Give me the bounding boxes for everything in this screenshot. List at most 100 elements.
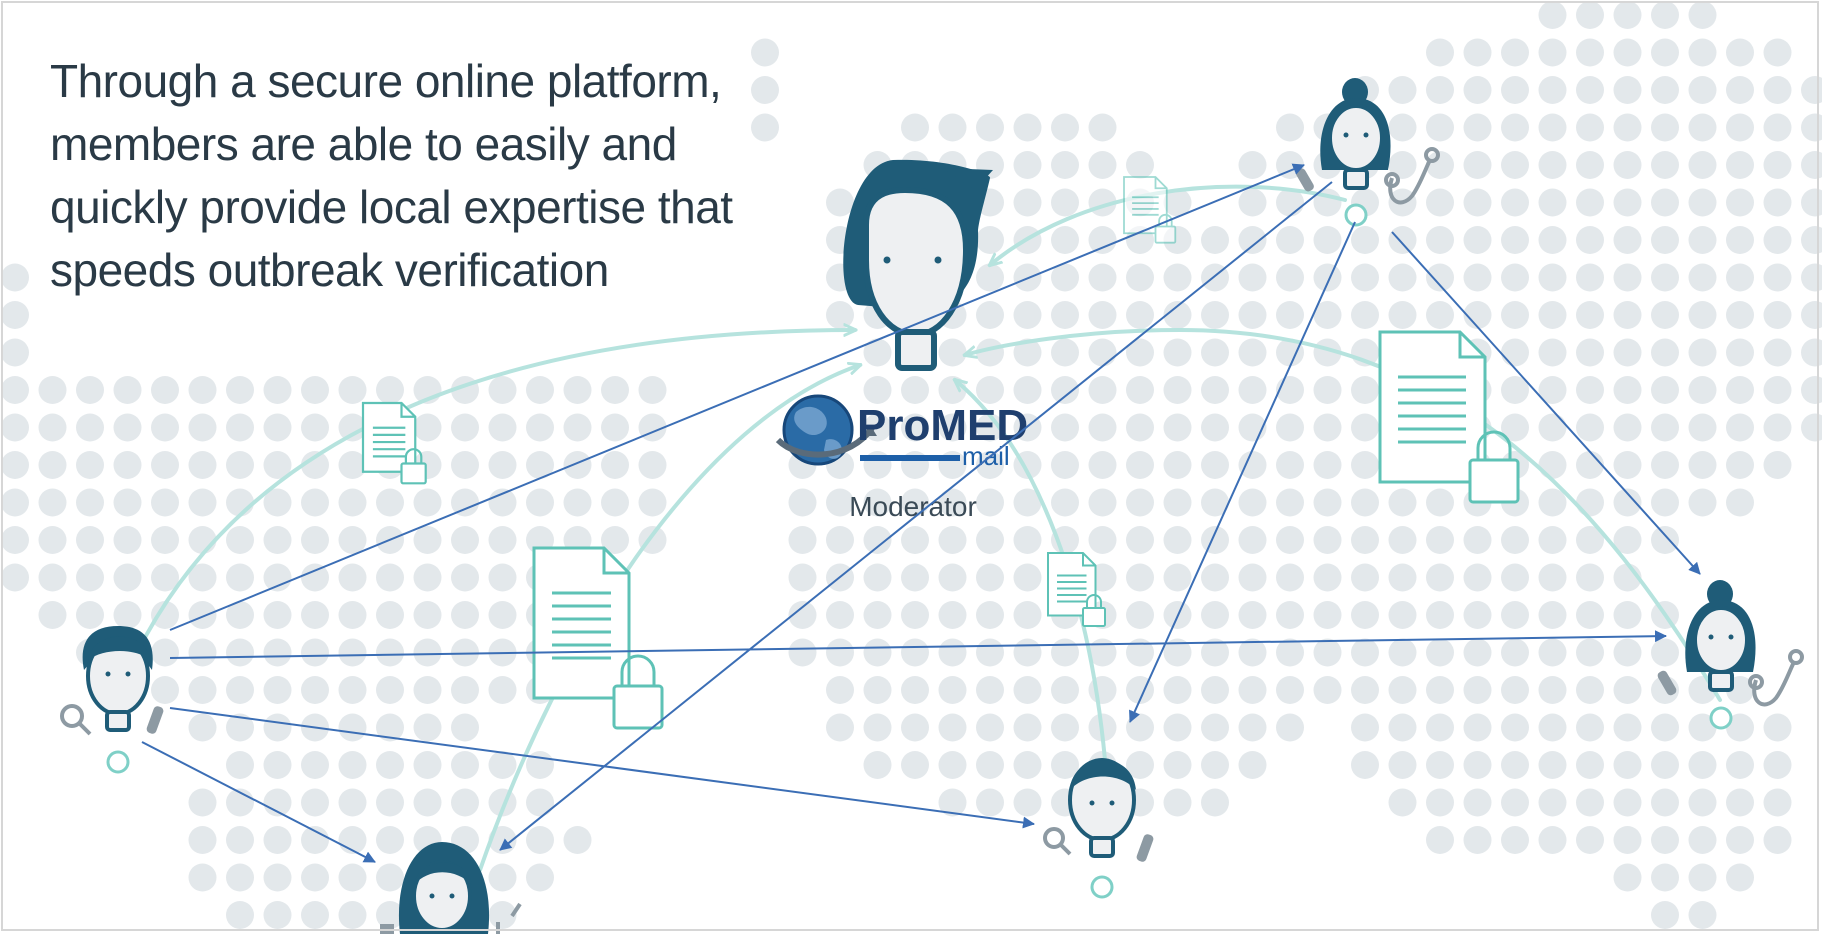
map-dot [488, 451, 517, 479]
map-dot [1238, 488, 1267, 517]
map-dot [1688, 788, 1717, 817]
map-dot [1651, 1, 1679, 29]
map-dot [1126, 451, 1154, 479]
map-dot [526, 488, 554, 517]
map-dot [263, 901, 292, 929]
map-dot [1501, 676, 1529, 704]
map-dot [788, 563, 817, 592]
map-dot [1688, 488, 1717, 517]
member-avatar-top [1296, 78, 1440, 227]
map-dot [38, 563, 67, 592]
map-dot [938, 526, 967, 554]
map-dot [938, 113, 967, 142]
map-dot [1051, 226, 1079, 254]
map-dot [1426, 526, 1454, 554]
map-dot [1351, 713, 1379, 742]
map-dot [488, 376, 517, 404]
test-tube-icon [1136, 834, 1154, 862]
map-dot [1276, 451, 1304, 479]
map-dot [1538, 226, 1567, 254]
map-dot [601, 376, 629, 404]
map-dot [226, 376, 254, 404]
map-dot [1613, 76, 1642, 104]
map-dot [1051, 638, 1079, 667]
map-dot [1426, 563, 1454, 592]
map-dot [788, 638, 817, 667]
map-dot [1538, 76, 1567, 104]
map-dot [1651, 826, 1679, 854]
map-dot [1351, 563, 1379, 592]
map-dot [1051, 338, 1079, 367]
map-dot [1313, 563, 1342, 592]
map-dot [1426, 676, 1454, 704]
map-dot [1463, 188, 1492, 217]
map-dot [1613, 601, 1642, 629]
map-dot [188, 526, 217, 554]
map-dot [151, 601, 179, 629]
map-dot [263, 751, 292, 779]
map-dot [1651, 113, 1679, 142]
map-dot [1576, 1, 1604, 29]
map-dot [1276, 638, 1304, 667]
map-dot [1726, 751, 1754, 779]
map-dot [376, 563, 404, 592]
map-dot [1238, 713, 1267, 742]
map-dot [1763, 76, 1792, 104]
map-dot [226, 488, 254, 517]
map-dot [1388, 526, 1417, 554]
map-dot [188, 563, 217, 592]
map-dot [1688, 113, 1717, 142]
map-dot [1576, 338, 1604, 367]
map-dot [1576, 263, 1604, 292]
map-dot [1088, 226, 1117, 254]
map-dot [1276, 338, 1304, 367]
map-dot [1388, 676, 1417, 704]
map-dot [1501, 563, 1529, 592]
map-dot [863, 601, 892, 629]
map-dot [38, 526, 67, 554]
map-dot [901, 638, 929, 667]
map-dot [1463, 38, 1492, 67]
map-dot [788, 526, 817, 554]
map-dot [1201, 338, 1229, 367]
map-dot [1688, 188, 1717, 217]
map-dot [863, 676, 892, 704]
map-dot [1276, 601, 1304, 629]
map-dot [976, 376, 1004, 404]
map-dot [1088, 526, 1117, 554]
map-dot [1688, 376, 1717, 404]
map-dot [1163, 376, 1192, 404]
map-dot [901, 113, 929, 142]
map-dot [1126, 526, 1154, 554]
map-dot [1651, 751, 1679, 779]
map-dot [1501, 301, 1529, 329]
map-dot [1463, 826, 1492, 854]
map-dot [1088, 338, 1117, 367]
map-dot [1726, 76, 1754, 104]
map-dot [1013, 338, 1042, 367]
map-dot [826, 676, 854, 704]
map-dot [1651, 638, 1679, 667]
map-dot [1051, 488, 1079, 517]
map-dot [1463, 713, 1492, 742]
map-dot [38, 488, 67, 517]
map-dot [488, 751, 517, 779]
map-dot [863, 488, 892, 517]
map-dot [1388, 601, 1417, 629]
map-dot [1688, 76, 1717, 104]
arrow-top-to-center [1129, 221, 1356, 723]
map-dot [901, 376, 929, 404]
member-avatar-right [1657, 580, 1804, 730]
map-dot [413, 713, 442, 742]
map-dot [1501, 338, 1529, 367]
map-dot [113, 451, 142, 479]
arrow-left-to-right [169, 630, 1667, 659]
map-dot [1351, 301, 1379, 329]
map-dot [376, 713, 404, 742]
map-dot [113, 413, 142, 442]
map-dot [1726, 338, 1754, 367]
map-dot [1763, 413, 1792, 442]
member-avatar-center [1043, 758, 1154, 899]
map-dot [1426, 788, 1454, 817]
